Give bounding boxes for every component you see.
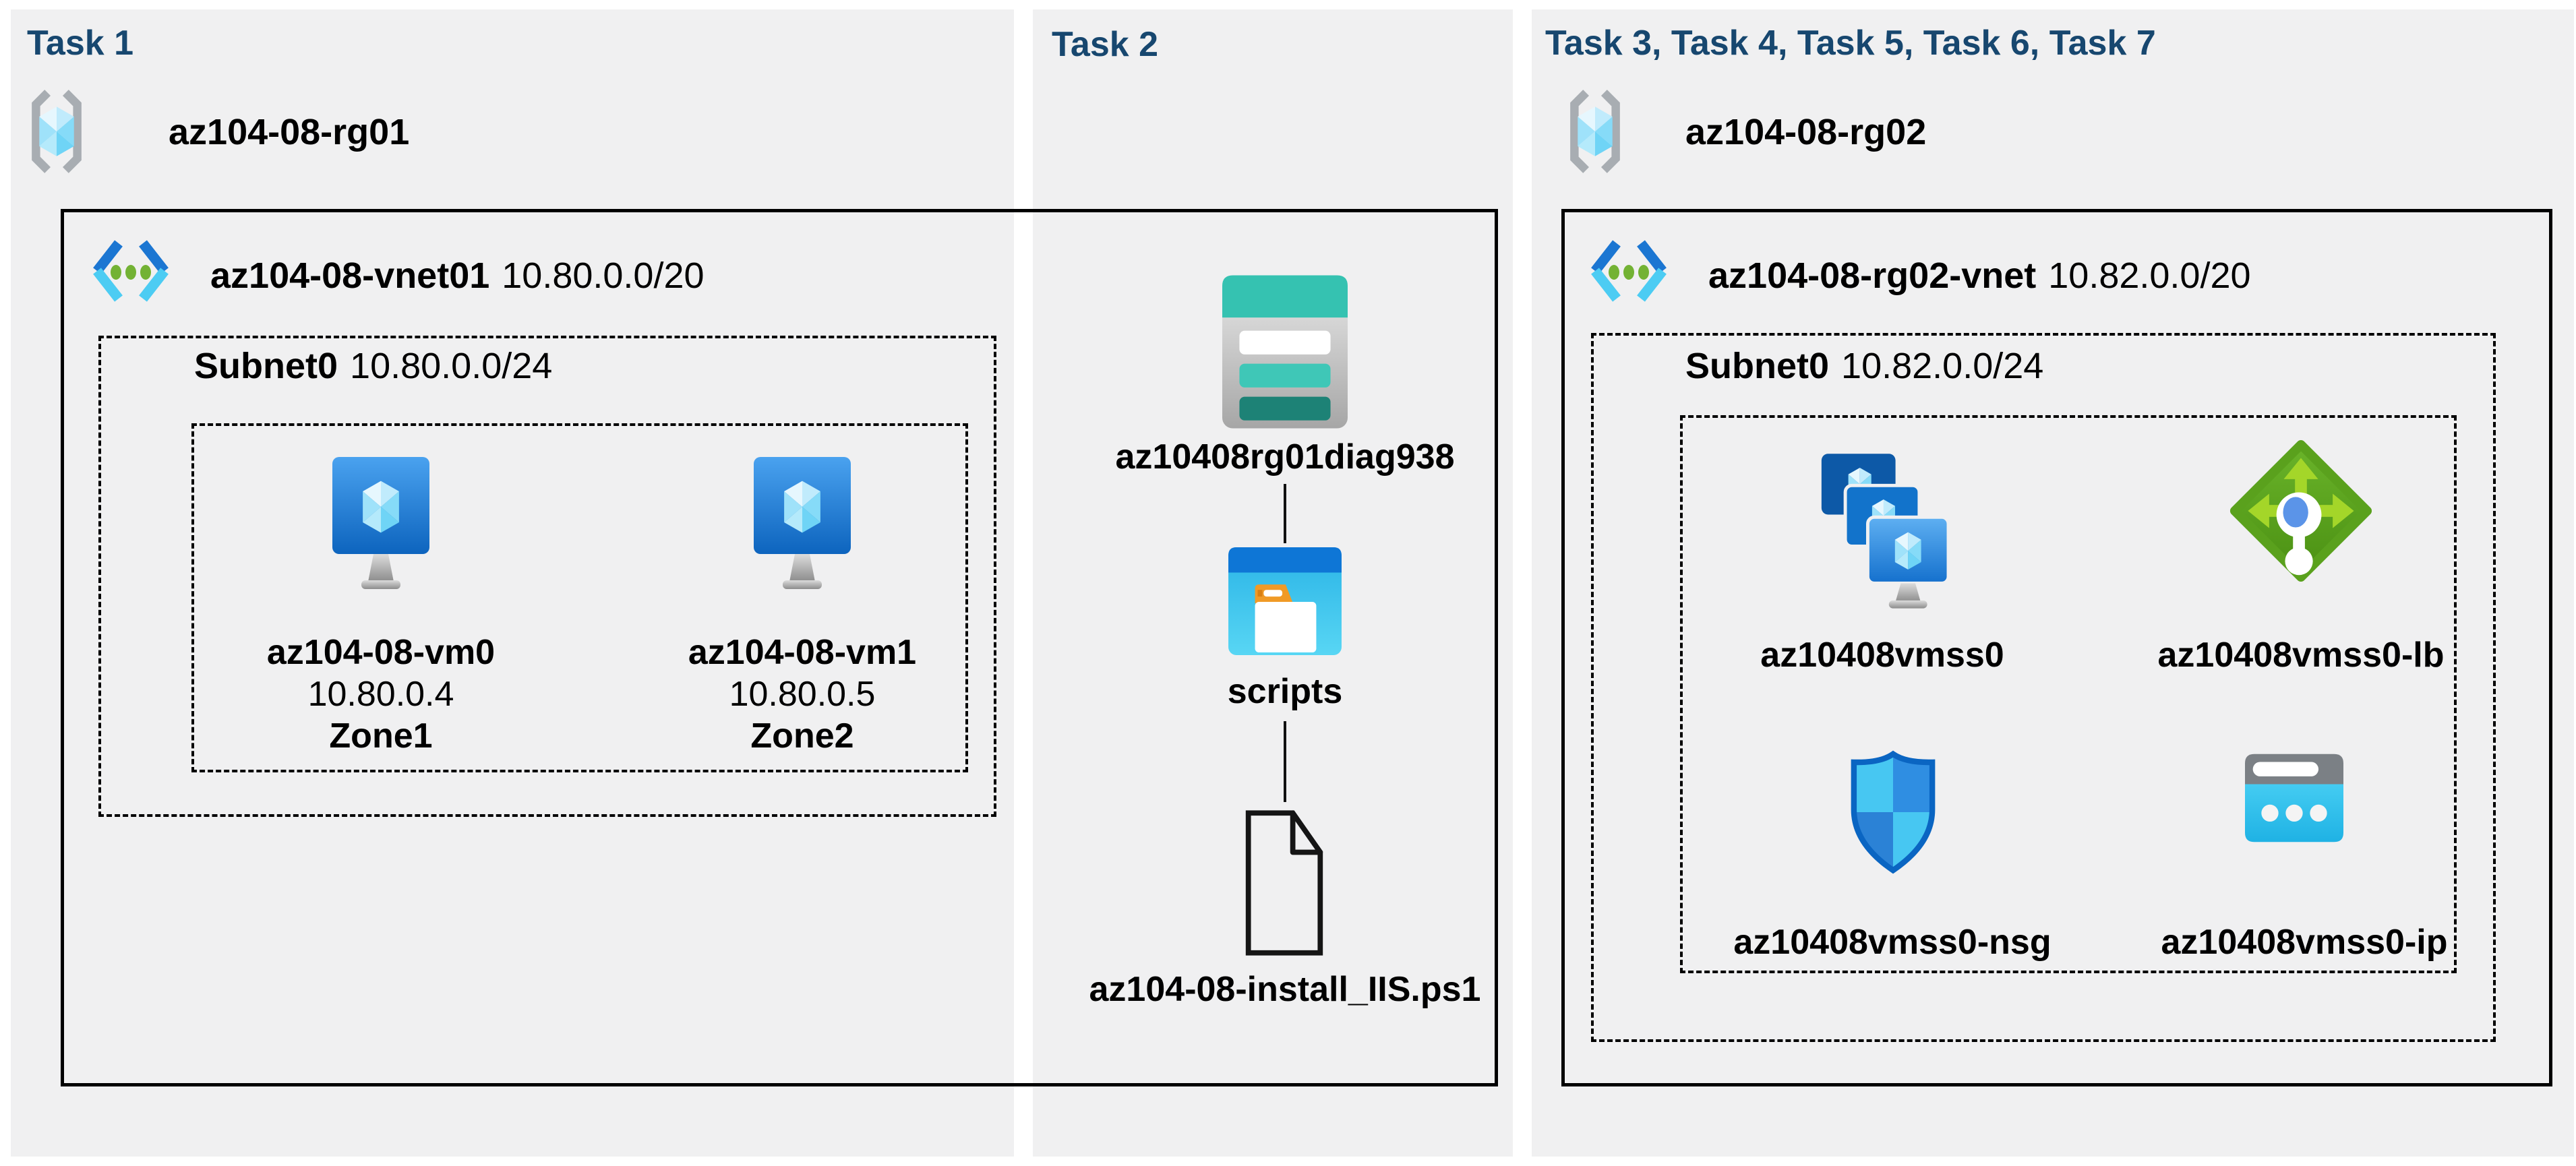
subnet2-name: Subnet0 [1685, 346, 1830, 386]
resource-group-label: az104-08-rg02 [1685, 111, 1926, 153]
vmss-label: az10408vmss0 [1760, 636, 2004, 675]
virtual-network-icon [93, 240, 169, 302]
subnet1-cidr: 10.80.0.0/24 [350, 346, 553, 386]
public-ip-icon [2245, 754, 2343, 842]
powershell-file-icon [1245, 810, 1323, 956]
vnet1-label: az104-08-vnet01 10.80.0.0/20 [210, 255, 705, 297]
vnet1-box [61, 209, 1498, 1086]
task2-title: Task 2 [1052, 25, 1159, 64]
vm0-ip: 10.80.0.4 [307, 675, 454, 714]
resource-group-label: az104-08-rg01 [169, 111, 409, 153]
resource-group-icon [1570, 90, 1620, 173]
vmss-resources-box [1680, 415, 2457, 973]
lb-label: az10408vmss0-lb [2157, 636, 2445, 675]
vm0-name: az104-08-vm0 [266, 633, 496, 672]
subnet2-cidr: 10.82.0.0/24 [1841, 346, 2044, 386]
virtual-machine-icon [754, 457, 851, 589]
connector-scripts-file [1284, 721, 1286, 802]
subnet1-name: Subnet0 [194, 346, 338, 386]
rg2-name: az104-08-rg02 [1685, 112, 1927, 152]
storage-account-icon [1222, 275, 1348, 429]
load-balancer-icon [2229, 439, 2372, 582]
task1-title: Task 1 [27, 24, 134, 63]
subnet2-label: Subnet0 10.82.0.0/24 [1685, 345, 2043, 387]
subnet1-box [98, 336, 996, 817]
vm1-ip: 10.80.0.5 [729, 675, 876, 714]
container-label: scripts [1227, 672, 1343, 711]
vm1-zone: Zone2 [750, 716, 854, 756]
nsg-icon [1851, 750, 1936, 874]
task1-panel [11, 9, 1014, 1157]
pip-label: az10408vmss0-ip [2161, 923, 2448, 962]
task3-panel [1532, 9, 2574, 1157]
virtual-machine-icon [332, 457, 429, 589]
vm-zone-box [191, 423, 968, 772]
task3-title: Task 3, Task 4, Task 5, Task 6, Task 7 [1545, 24, 2156, 63]
nsg-label: az10408vmss0-nsg [1733, 923, 2051, 962]
vnet2-cidr: 10.82.0.0/20 [2048, 255, 2251, 296]
storage-account-label: az10408rg01diag938 [1115, 437, 1455, 477]
vnet2-label: az104-08-rg02-vnet 10.82.0.0/20 [1708, 255, 2251, 297]
vm1-name: az104-08-vm1 [688, 633, 917, 672]
vm0-zone: Zone1 [329, 716, 433, 756]
vnet2-name: az104-08-rg02-vnet [1708, 255, 2037, 296]
script-file-label: az104-08-install_IIS.ps1 [1089, 970, 1481, 1009]
vnet1-cidr: 10.80.0.0/20 [502, 255, 705, 296]
subnet2-box [1591, 333, 2496, 1042]
rg1-name: az104-08-rg01 [169, 112, 410, 152]
vnet2-box [1561, 209, 2552, 1086]
blob-container-icon [1228, 547, 1342, 655]
resource-group-icon [32, 90, 82, 173]
vmss-icon [1821, 454, 1948, 609]
connector-storage-scripts [1284, 484, 1286, 543]
vnet1-name: az104-08-vnet01 [210, 255, 490, 296]
virtual-network-icon [1591, 240, 1667, 302]
subnet1-label: Subnet0 10.80.0.0/24 [194, 345, 552, 387]
